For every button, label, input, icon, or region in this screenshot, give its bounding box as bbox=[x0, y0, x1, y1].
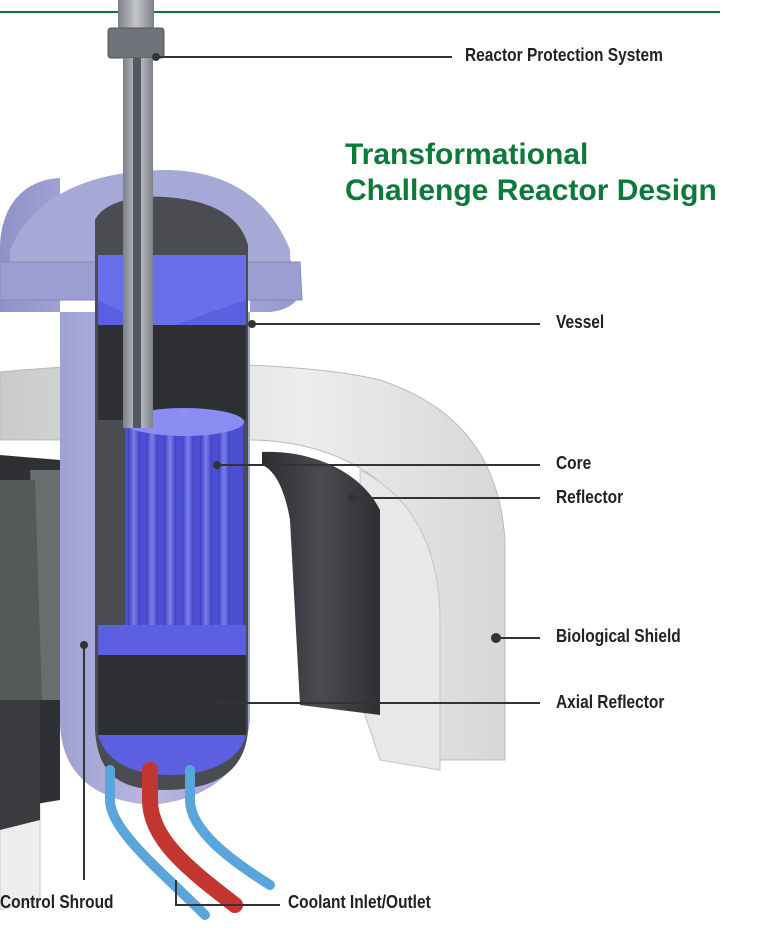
title-line-2: Challenge Reactor Design bbox=[345, 174, 717, 207]
coolant-pipes-shape bbox=[105, 762, 275, 920]
control-shaft-shape bbox=[107, 0, 165, 428]
label-reactor-protection-system: Reactor Protection System bbox=[465, 45, 663, 65]
label-coolant-inlet-outlet: Coolant Inlet/Outlet bbox=[288, 892, 431, 912]
label-reflector: Reflector bbox=[556, 487, 624, 507]
label-biological-shield: Biological Shield bbox=[556, 626, 681, 646]
axial-reflector-shape bbox=[98, 655, 246, 735]
diagram-title: Transformational Challenge Reactor Desig… bbox=[345, 137, 717, 209]
core-shape bbox=[98, 408, 246, 655]
label-core: Core bbox=[556, 453, 592, 473]
label-vessel: Vessel bbox=[556, 312, 605, 332]
lower-plenum-shape bbox=[98, 735, 246, 775]
label-axial-reflector: Axial Reflector bbox=[556, 692, 665, 712]
title-line-1: Transformational bbox=[345, 138, 589, 171]
leader-lines bbox=[83, 56, 540, 906]
upper-reflector-shape bbox=[98, 325, 246, 420]
leader-coolant bbox=[175, 880, 280, 906]
leader-dots bbox=[80, 53, 501, 707]
label-control-shroud: Control Shroud bbox=[0, 892, 114, 912]
